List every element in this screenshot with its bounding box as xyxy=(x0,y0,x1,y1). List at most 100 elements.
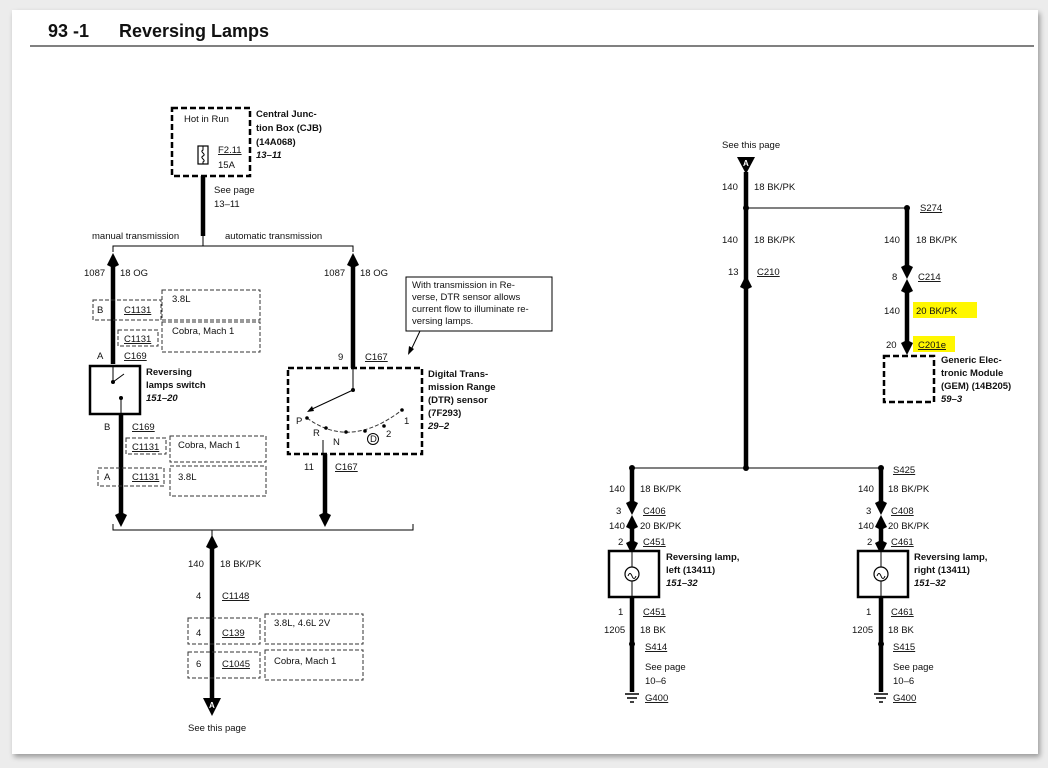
right-arrow-letter: A xyxy=(743,159,749,168)
lower-top-chevron xyxy=(205,534,219,550)
manual-opt2-conn: C1131 xyxy=(124,334,151,345)
right-left-wire: 18 BK/PK xyxy=(754,235,796,246)
lamp-right-circuit3: 1205 xyxy=(852,625,873,636)
right-left-circuit: 140 xyxy=(722,235,738,246)
dtr-ref: 29–2 xyxy=(427,421,450,432)
lamp-left-splice: S414 xyxy=(645,642,667,653)
lamp-right-pin-b: 2 xyxy=(867,537,872,548)
lamp-left-pin-b: 2 xyxy=(618,537,623,548)
auto-circuit: 1087 xyxy=(324,268,345,279)
manual-sw-pin-a: A xyxy=(97,351,104,362)
gem-name-3: (GEM) (14B205) xyxy=(941,381,1011,392)
right-wire-top: 18 BK/PK xyxy=(754,182,796,193)
gem-wire-spec2: 20 BK/PK xyxy=(916,306,958,317)
lamp-left-circuit: 140 xyxy=(609,484,625,495)
bulb-icon-left xyxy=(624,551,640,597)
lower-opt3-box xyxy=(187,651,261,679)
manual-opt4-label: 3.8L xyxy=(178,472,197,483)
lower-pin3: 6 xyxy=(196,659,201,670)
lamp-left-circuit3: 1205 xyxy=(604,625,625,636)
manual-opt4-box xyxy=(97,467,165,487)
lamp-left-name-1: Reversing lamp, xyxy=(666,552,739,563)
manual-opt4-label-box xyxy=(169,465,267,497)
dtr-pos-1: 1 xyxy=(404,416,409,427)
cjb-see-page: See page xyxy=(214,185,255,196)
ground-icon-left xyxy=(625,693,639,703)
cjb-name-3: (14A068) xyxy=(256,137,296,148)
lamp-right-name-1: Reversing lamp, xyxy=(914,552,987,563)
cjb-name-2: tion Box (CJB) xyxy=(256,123,322,134)
manual-opt1-label: 3.8L xyxy=(172,294,191,305)
dtr-pos-n: N xyxy=(333,437,340,448)
c406-chevron-a xyxy=(625,500,639,516)
splice-s414-dot xyxy=(629,641,635,647)
splice-s415-dot xyxy=(878,641,884,647)
c214-chevron-b xyxy=(900,278,914,294)
lamp-right-wire-spec2: 20 BK/PK xyxy=(888,521,930,532)
splice-s274: S274 xyxy=(920,203,942,214)
lamp-right-pin-c: 1 xyxy=(866,607,871,618)
c408-chevron-b xyxy=(874,514,888,530)
gem-conn1: C214 xyxy=(918,272,941,283)
lamp-right-wire-spec: 18 BK/PK xyxy=(888,484,930,495)
dtr-pos-2: 2 xyxy=(386,429,391,440)
lamp-left-see-ref: 10–6 xyxy=(645,676,666,687)
manual-opt1-label-box xyxy=(161,289,261,321)
switch-ref: 151–20 xyxy=(146,393,178,404)
lower-pin1: 4 xyxy=(196,591,201,602)
manual-opt4-pin: A xyxy=(104,472,111,483)
lower-label2: 3.8L, 4.6L 2V xyxy=(274,618,331,629)
dtr-note-box xyxy=(405,276,553,332)
dtr-note-1: With transmission in Re- xyxy=(412,280,515,291)
lamp-right-wire-spec3: 18 BK xyxy=(888,625,915,636)
c201e-chevron xyxy=(900,340,914,356)
right-circuit-top: 140 xyxy=(722,182,738,193)
right-left-pin: 13 xyxy=(728,267,739,278)
switch-name-2: lamps switch xyxy=(146,380,206,391)
lower-pin2: 4 xyxy=(196,628,201,639)
auto-pin-top: 9 xyxy=(338,352,343,363)
lamp-left-ref: 151–32 xyxy=(666,578,698,589)
lamp-right-circuit2: 140 xyxy=(858,521,874,532)
lower-see: See this page xyxy=(188,723,246,734)
manual-opt2-label: Cobra, Mach 1 xyxy=(172,326,234,337)
lower-opt3-label-box xyxy=(264,649,364,681)
lamp-right-ground: G400 xyxy=(893,693,916,704)
c406-chevron-b xyxy=(625,514,639,530)
splice-s425: S425 xyxy=(893,465,915,476)
manual-top-chevron xyxy=(106,252,120,268)
cjb-ref: 13–11 xyxy=(256,150,282,161)
manual-opt3-label-box xyxy=(169,435,267,463)
lamp-left-conn-b: C451 xyxy=(643,537,666,548)
lamp-right-conn-a: C408 xyxy=(891,506,914,517)
auto-bottom-chevron xyxy=(318,512,332,528)
manual-opt2-label-box xyxy=(161,321,261,353)
dtr-note-4: versing lamps. xyxy=(412,316,473,327)
cjb-fuse: F2.11 xyxy=(218,145,242,156)
lamp-left-conn-c: C451 xyxy=(643,607,666,618)
note-arrow-icon xyxy=(408,330,421,355)
gem-pin2: 20 xyxy=(886,340,897,351)
right-see: See this page xyxy=(722,140,780,151)
manual-opt3-box xyxy=(125,437,167,455)
lower-arrow-letter: A xyxy=(209,701,215,710)
cjb-see-ref: 13–11 xyxy=(214,199,240,210)
auto-pin-bottom: 11 xyxy=(304,462,314,473)
bulb-icon-right xyxy=(873,551,889,597)
gem-wire-spec: 18 BK/PK xyxy=(916,235,958,246)
manual-opt2-box xyxy=(117,329,159,347)
manual-sw-conn-a: C169 xyxy=(124,351,147,362)
dtr-selector-icon xyxy=(305,368,404,454)
automatic-label: automatic transmission xyxy=(225,231,322,242)
auto-top-chevron xyxy=(346,252,360,268)
gem-circuit2: 140 xyxy=(884,306,900,317)
gem-name-2: tronic Module xyxy=(941,368,1003,379)
dtr-note-2: verse, DTR sensor allows xyxy=(412,292,520,303)
cjb-name-1: Central Junc- xyxy=(256,109,317,120)
gem-box xyxy=(882,354,936,404)
lamp-right-see-ref: 10–6 xyxy=(893,676,914,687)
lamp-right-conn-b: C461 xyxy=(891,537,914,548)
lamp-left-wire-spec2: 20 BK/PK xyxy=(640,521,682,532)
